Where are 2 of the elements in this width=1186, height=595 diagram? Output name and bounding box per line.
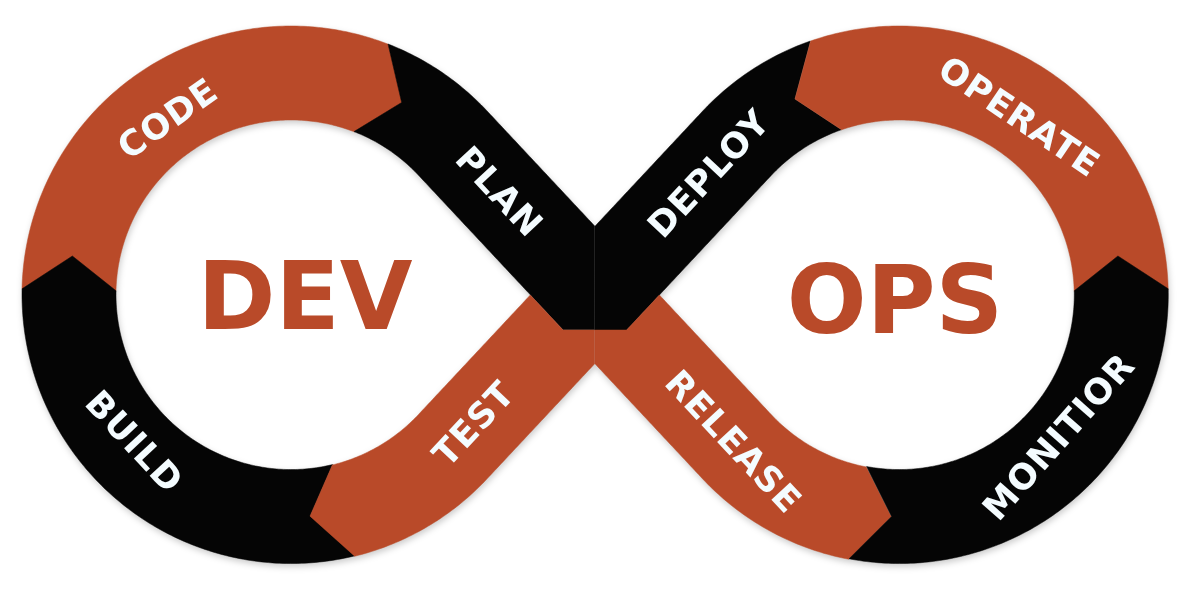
center-heading: DEV (197, 250, 413, 344)
center-heading: OPS (786, 254, 1004, 348)
